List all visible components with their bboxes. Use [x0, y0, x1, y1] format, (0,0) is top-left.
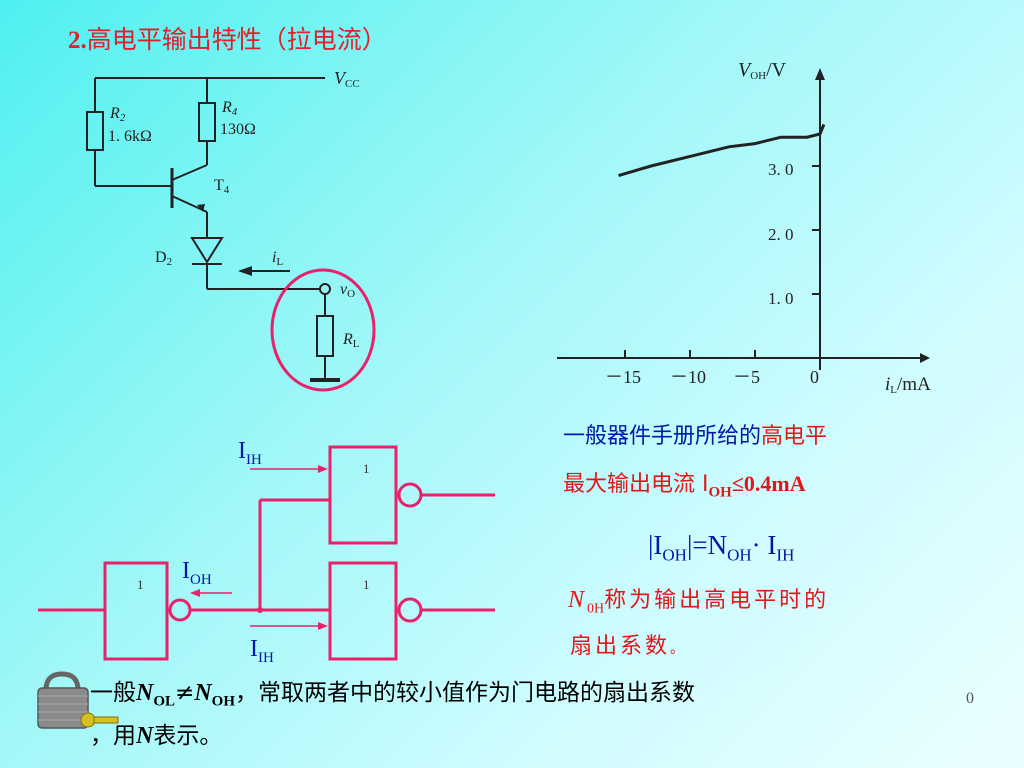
bottom-n1: N [136, 680, 154, 706]
xtick-label-5: －5 [733, 367, 760, 387]
formula-c: · I [751, 530, 777, 560]
ytick-label-3: 3. 0 [768, 160, 794, 179]
xtick-label-15: －15 [605, 367, 641, 387]
bottom-n2: N [194, 680, 212, 706]
key-icon [80, 712, 119, 728]
d2-label: D2 [155, 249, 172, 268]
r2-value: 1. 6kΩ [108, 128, 152, 145]
ytick-label-2: 2. 0 [768, 225, 794, 244]
iih-bottom-label: IIH [250, 636, 274, 666]
noh-text-2: 扇出系数 [570, 634, 671, 659]
voh-curve [618, 123, 826, 178]
formula-a-sub: OH [662, 545, 687, 565]
bottom-d: 表示。 [153, 722, 223, 749]
formula-b: |=N [686, 530, 728, 560]
bottom-n1-sub: OL [153, 693, 176, 710]
vo-label: vO [340, 281, 355, 300]
output-circuit [86, 77, 340, 382]
noh-symbol-sub: 0H [587, 601, 605, 617]
r4-resistor [198, 102, 216, 142]
fanout-gates [38, 445, 495, 661]
noh-definition: N0H称为输出高电平时的 [568, 582, 829, 617]
bottom-n3: N [136, 722, 154, 749]
d2-diode [190, 237, 224, 264]
rl-label: RL [342, 331, 360, 350]
noh-text: 称为输出高电平时的 [604, 588, 830, 613]
ytick-label-1: 1. 0 [768, 289, 794, 308]
bottom-c: ，用 [90, 722, 136, 749]
note-line-1b: 高电平 [761, 424, 828, 449]
bottom-neq: ≠ [175, 680, 195, 706]
formula-c-sub: IH [776, 545, 795, 565]
formula-a: |I [648, 530, 663, 560]
gate-bottom-label: 1 [363, 577, 370, 592]
voh-characteristic-chart: VOH/V 3. 0 2. 0 1. 0 －15 －10 －5 0 iL/mA [557, 59, 931, 396]
page-title: 2.高电平输出特性（拉电流） [68, 20, 387, 56]
lock-icon [37, 671, 89, 729]
load-highlight-circle [270, 268, 376, 392]
x-axis-label: iL/mA [885, 374, 931, 396]
iih-top-label: IIH [238, 438, 262, 468]
note-line-2-sub: OH [708, 484, 732, 501]
gate-top [328, 445, 398, 545]
r2-resistor [86, 111, 104, 151]
noh-definition-2: 扇出系数。 [570, 628, 687, 660]
y-axis-label: VOH/V [738, 59, 787, 82]
r2-label: R2 [109, 105, 126, 124]
formula-b-sub: OH [727, 545, 752, 565]
bottom-n2-sub: OH [211, 693, 235, 710]
gate-driver-label: 1 [137, 577, 144, 592]
noh-symbol: N [568, 587, 588, 613]
note-line-1: 一般器件手册所给的高电平 [563, 418, 827, 450]
page-number: 0 [966, 690, 974, 707]
note-line-2a: 最大输出电流 I [563, 472, 709, 497]
vcc-label: VCC [334, 68, 360, 90]
note-line-2: 最大输出电流 IOH≤0.4mA [563, 466, 806, 501]
note-line-1a: 一般器件手册所给的 [563, 424, 762, 449]
title-text: 高电平输出特性（拉电流） [86, 25, 387, 54]
r4-label: R4 [221, 99, 238, 118]
t4-label: T4 [214, 177, 230, 196]
bottom-a: 一般 [90, 680, 136, 706]
gate-driver [103, 561, 169, 661]
rl-resistor [316, 315, 334, 357]
gate-top-label: 1 [363, 461, 370, 476]
bottom-note: 一般NOL≠NOH，常取两者中的较小值作为门电路的扇出系数，用N表示。 [90, 676, 990, 753]
ioh-label: IOH [182, 558, 212, 588]
note-line-2b: ≤0.4mA [731, 471, 806, 496]
noh-end: 。 [670, 641, 688, 657]
r4-value: 130Ω [220, 121, 256, 138]
bottom-b: ，常取两者中的较小值作为门电路的扇出系数 [235, 680, 695, 706]
il-label: iL [272, 249, 283, 268]
xtick-label-10: －10 [670, 367, 706, 387]
fanout-formula: |IOH|=NOH· IIH [648, 530, 794, 565]
title-number: 2. [68, 27, 87, 54]
xtick-label-0: 0 [810, 367, 819, 387]
